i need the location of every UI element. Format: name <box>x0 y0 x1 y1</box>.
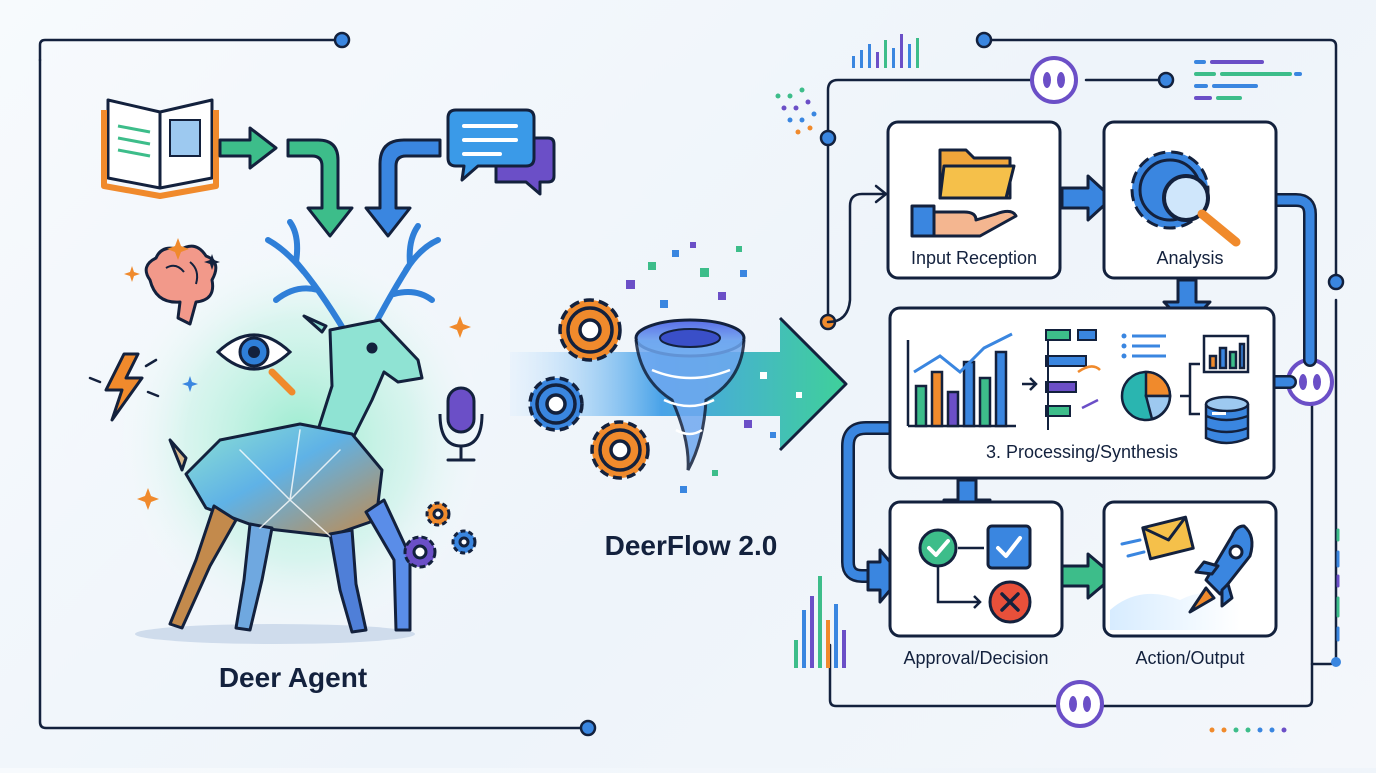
deerflow-title: DeerFlow 2.0 <box>604 530 778 561</box>
gears-icon-small <box>403 501 477 569</box>
step-box-analysis <box>1102 120 1278 280</box>
eye-magnifier-icon <box>215 333 296 396</box>
deer-agent-title: Deer Agent <box>218 662 368 693</box>
envelope-icon <box>1120 515 1195 561</box>
deer-icon <box>168 219 441 634</box>
step-box-input-reception <box>886 120 1062 280</box>
pixel-particles <box>626 242 802 493</box>
gears-icon-large <box>528 298 650 480</box>
pie-chart-icon <box>1120 370 1172 422</box>
book-to-deer-arrow <box>218 126 354 238</box>
gear-magnifier-icon <box>1130 150 1241 247</box>
chat-to-deer-arrow <box>364 138 442 238</box>
decor-code-lines <box>1194 60 1302 100</box>
reject-circle-icon <box>988 580 1032 624</box>
frame-dots <box>333 31 1345 737</box>
step-box-action <box>1102 500 1278 638</box>
checkbox-icon <box>986 524 1032 570</box>
step-label-action: Action/Output <box>1135 648 1245 668</box>
step-label-approval: Approval/Decision <box>903 648 1049 668</box>
bar-chart-icon <box>906 332 1016 428</box>
step-label-processing: 3. Processing/Synthesis <box>985 442 1179 462</box>
check-circle-icon <box>918 528 958 568</box>
branch-arrow-icon <box>936 566 982 609</box>
database-icon <box>1204 395 1250 445</box>
tornado-icon <box>634 318 746 471</box>
step-label-input-reception: Input Reception <box>910 248 1038 268</box>
decor-dots-bottom-right <box>1209 727 1287 733</box>
decor-dots-top <box>775 87 817 135</box>
brain-icon <box>144 244 218 326</box>
folder-icon <box>938 148 1016 200</box>
rocket-icon <box>1188 524 1254 614</box>
step-box-processing <box>888 306 1276 480</box>
deer-shadow <box>135 624 415 644</box>
sparkle-icons <box>124 238 471 510</box>
tree-diagram-icon <box>1045 329 1101 430</box>
microphone-icon <box>438 386 484 462</box>
decor-equalizer-bottom-left <box>794 576 846 668</box>
decor-equalizer-top <box>852 34 919 68</box>
lightning-icon <box>88 352 160 422</box>
chat-bubbles-icon <box>446 108 556 196</box>
decor-dashes-right <box>1331 528 1341 667</box>
hoof-badge-right <box>1286 358 1334 406</box>
step-box-approval <box>888 500 1064 638</box>
hand-icon <box>910 204 1018 238</box>
step-label-analysis: Analysis <box>1156 248 1224 268</box>
branch-connector-icon <box>1180 362 1200 416</box>
book-icon <box>101 98 219 199</box>
arrow-small-icon <box>1022 377 1038 391</box>
hoof-badge-top <box>1030 56 1078 104</box>
list-icon <box>1121 333 1166 359</box>
mini-bar-chart-icon <box>1202 334 1250 374</box>
hoof-badge-bottom <box>1056 680 1104 728</box>
flow-connectors <box>826 184 1317 583</box>
